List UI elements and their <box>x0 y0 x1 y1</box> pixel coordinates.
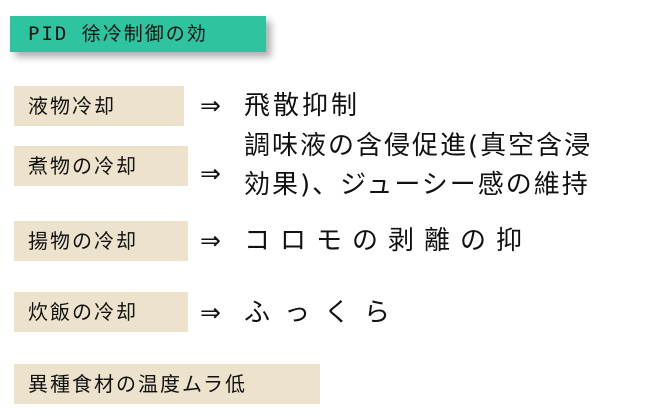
arrow-icon: ⇒ <box>200 226 221 255</box>
footer-label-box: 異種食材の温度ムラ低 <box>14 364 320 404</box>
row-label-box: 液物冷却 <box>14 86 184 126</box>
effect-text: ふっくら <box>244 298 405 328</box>
arrow-icon: ⇒ <box>200 91 221 120</box>
row-label: 液物冷却 <box>28 94 116 118</box>
row-label: 揚物の冷却 <box>28 229 138 253</box>
effect-text: 効果)、ジューシー感の維持 <box>244 170 590 200</box>
effect-text: コロモの剥離の抑 <box>244 226 533 256</box>
title-banner: PID 徐冷制御の効 <box>10 16 266 52</box>
row-label-box: 煮物の冷却 <box>14 146 188 186</box>
row-label-box: 炊飯の冷却 <box>14 292 188 332</box>
footer-label: 異種食材の温度ムラ低 <box>28 372 247 396</box>
arrow-icon: ⇒ <box>200 298 221 327</box>
effect-text: 飛散抑制 <box>244 91 361 121</box>
page-title: PID 徐冷制御の効 <box>28 23 208 45</box>
row-label-box: 揚物の冷却 <box>14 221 188 261</box>
arrow-icon: ⇒ <box>200 159 221 188</box>
row-label: 炊飯の冷却 <box>28 300 138 324</box>
effect-text: 調味液の含侵促進(真空含浸 <box>244 131 593 161</box>
row-label: 煮物の冷却 <box>28 154 138 178</box>
